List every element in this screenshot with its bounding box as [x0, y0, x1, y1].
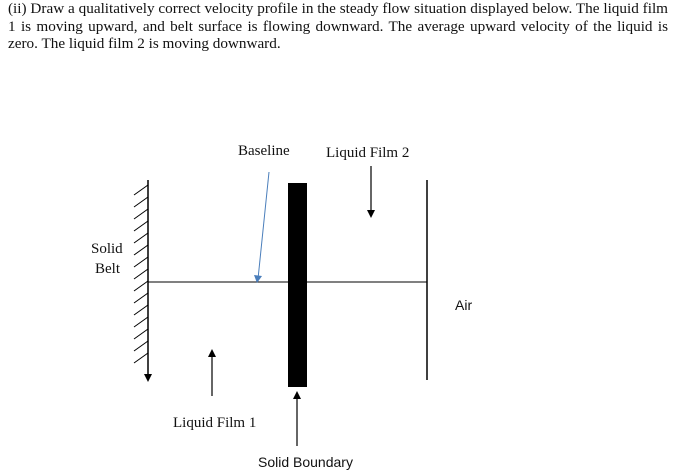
question-text: (ii) Draw a qualitatively correct veloci…: [8, 0, 668, 52]
label-air: Air: [455, 297, 472, 313]
label-baseline: Baseline: [238, 143, 290, 159]
label-belt: Belt: [95, 261, 121, 277]
label-liquid-film-2: Liquid Film 2: [326, 145, 409, 161]
label-solid: Solid: [91, 241, 123, 257]
solid-boundary-arrowhead: [293, 391, 301, 399]
baseline-pointer-arrow: [257, 171, 270, 280]
liquid-film-1-arrowhead: [208, 349, 216, 357]
belt-hatching: [133, 184, 149, 364]
belt-down-arrowhead: [144, 374, 152, 382]
solid-belt: [133, 180, 152, 382]
label-solid-boundary: Solid Boundary: [258, 454, 353, 470]
solid-boundary-bar: [288, 183, 307, 387]
baseline-pointer-arrowhead: [254, 275, 262, 283]
liquid-film-2-arrowhead: [367, 210, 375, 218]
label-liquid-film-1: Liquid Film 1: [173, 415, 256, 431]
